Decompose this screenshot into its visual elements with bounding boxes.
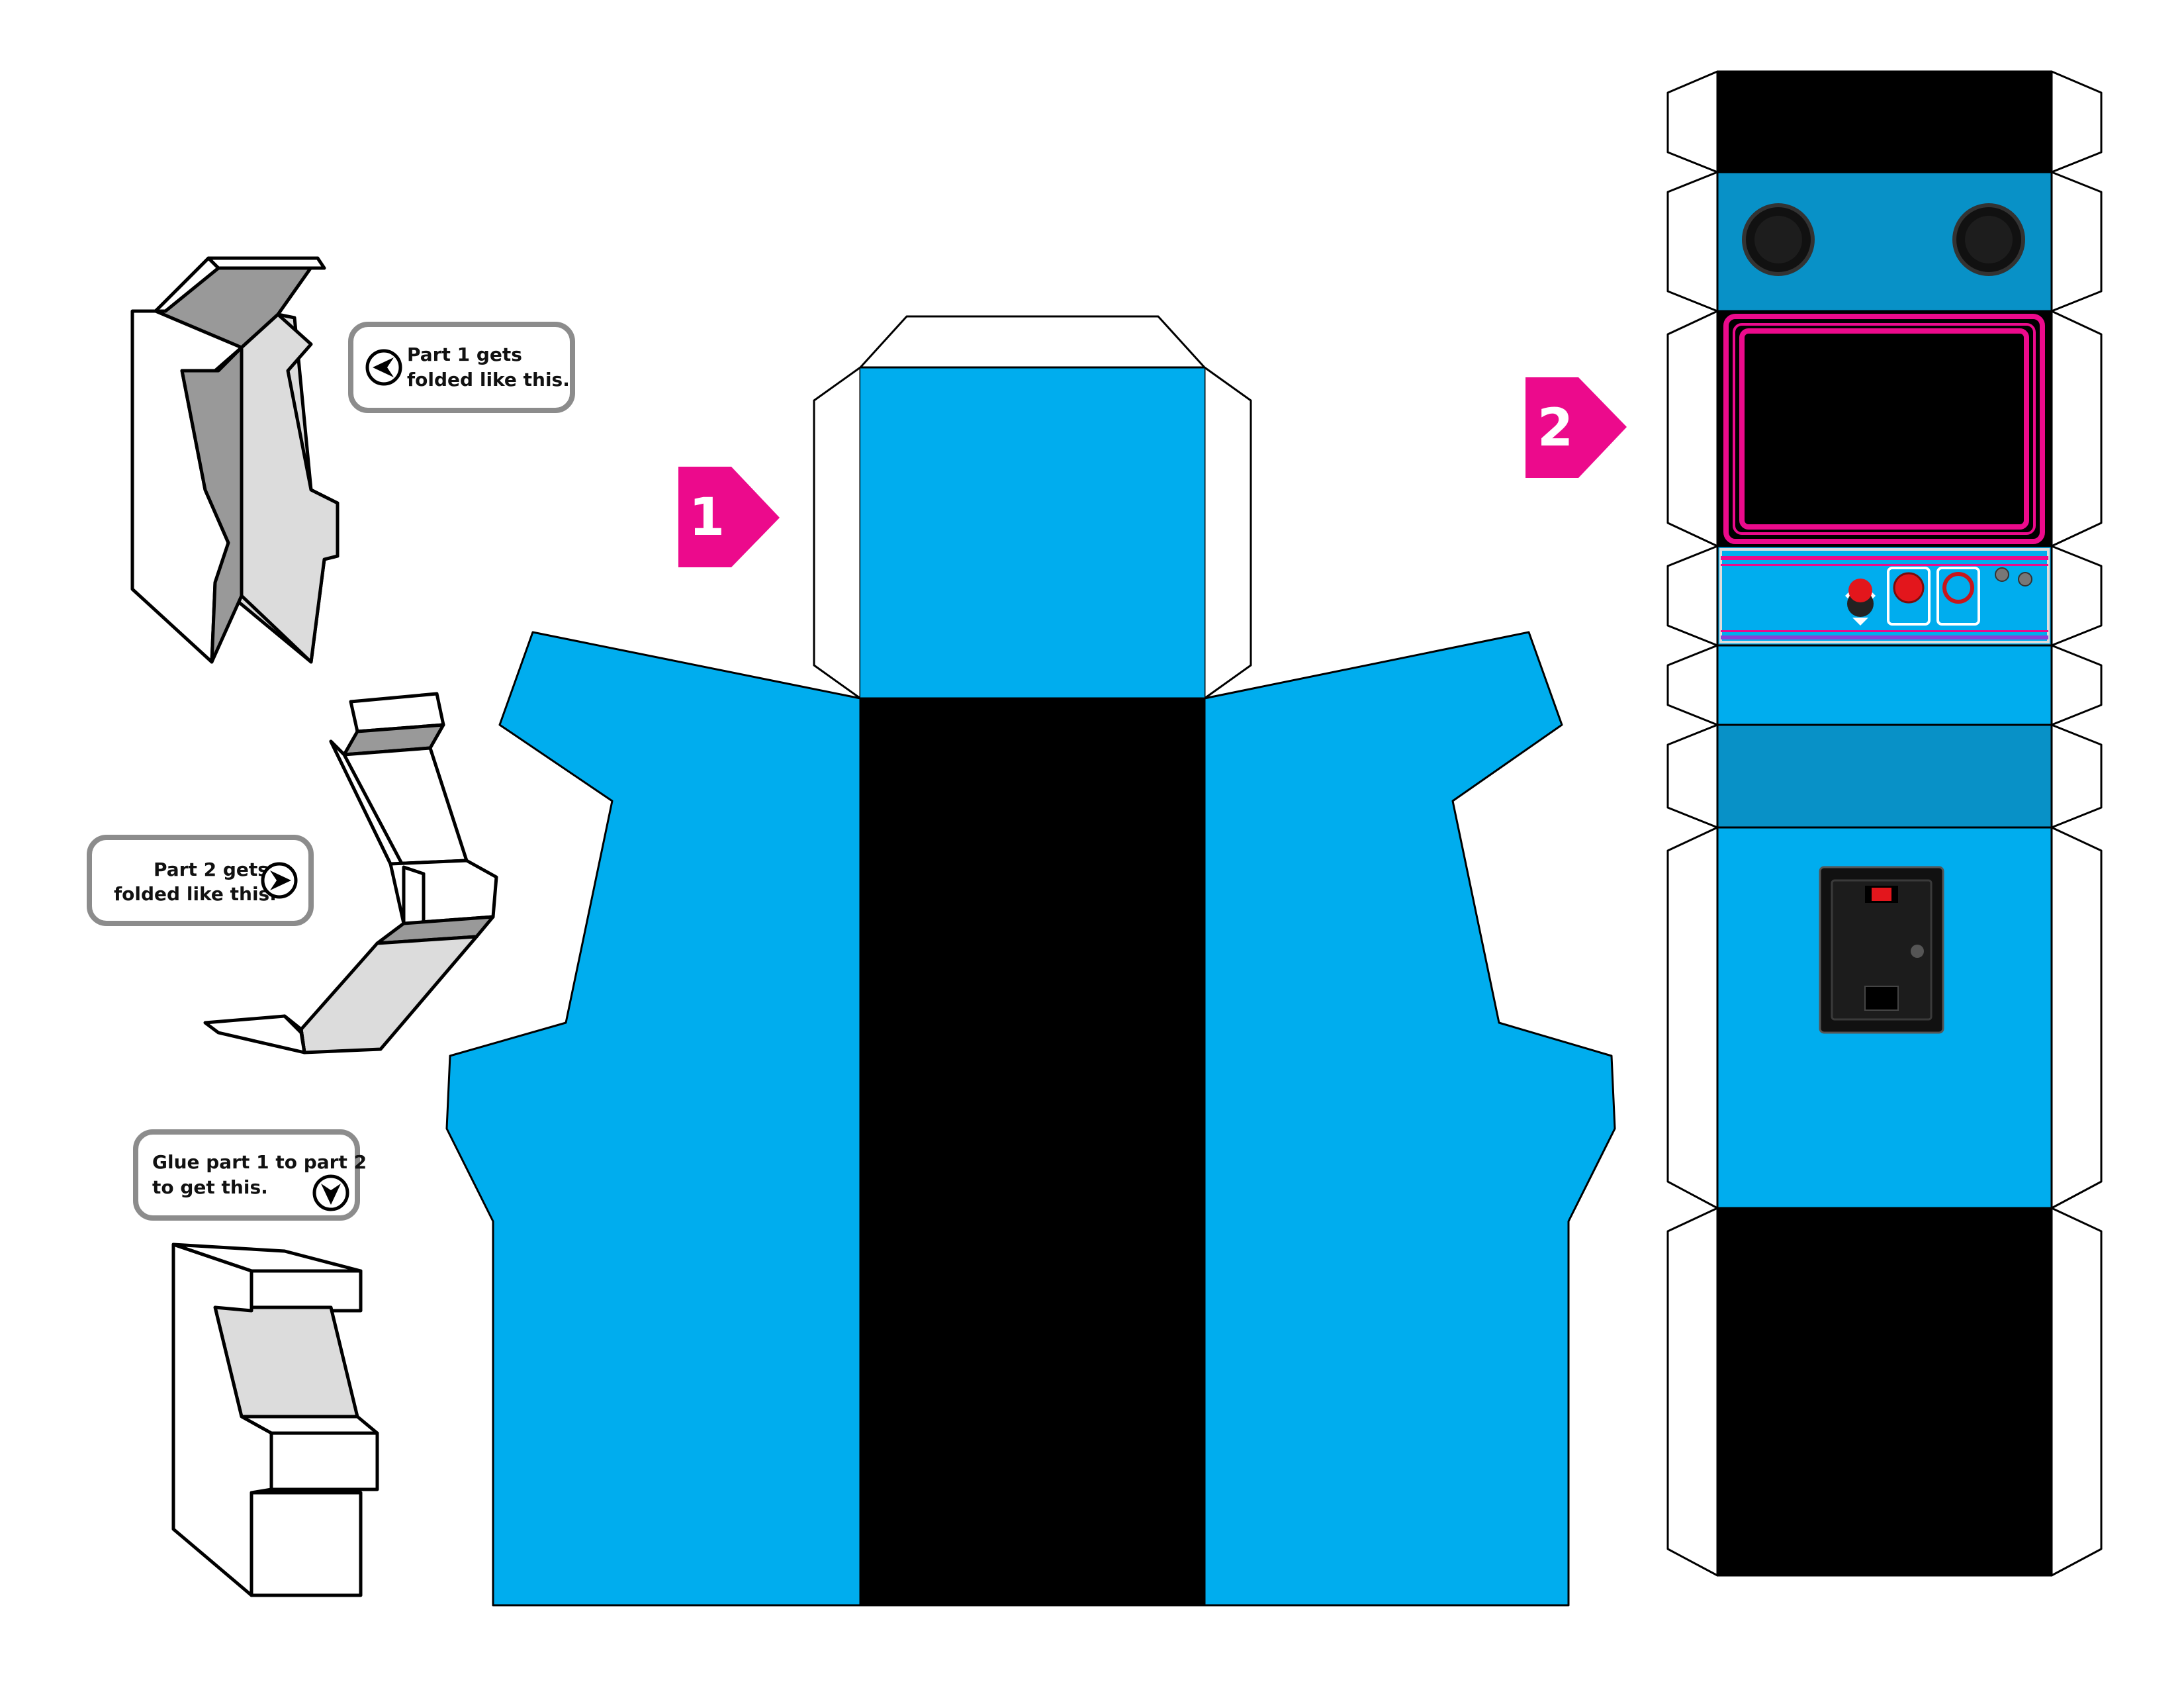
- part2-left-tabs: [1666, 70, 1719, 1577]
- part2-bottom-black: [1716, 1207, 2053, 1577]
- part1-center-strip: [859, 697, 1206, 1607]
- arrow-right-circle-icon: [261, 862, 298, 899]
- callout-glue-line1: Glue part 1 to part 2: [152, 1151, 367, 1173]
- step-2-marker: 2: [1525, 377, 1627, 478]
- callout-part1-line1: Part 1 gets: [407, 344, 522, 365]
- step-1-number: 1: [689, 488, 725, 547]
- glued-cabinet-illustration: [171, 1243, 379, 1597]
- part2-kick-band: [1716, 724, 2053, 829]
- part1-right-side-panel: [1203, 631, 1616, 1607]
- callout-glue-line2: to get this.: [152, 1176, 268, 1198]
- part1-template: [445, 315, 1616, 1607]
- speaker-icon: [1952, 203, 2025, 276]
- speaker-icon: [1742, 203, 1815, 276]
- part1-folded-illustration: [130, 256, 340, 664]
- arrow-left-circle-icon: [365, 349, 402, 386]
- callout-part1-line2: folded like this.: [407, 369, 570, 391]
- step-2-number: 2: [1537, 399, 1573, 458]
- part2-template: [1666, 70, 2103, 1577]
- callout-part2: Part 2 gets folded like this.: [87, 835, 314, 926]
- screw-icon: [2018, 572, 2032, 586]
- callout-part2-line2: folded like this.: [114, 883, 277, 905]
- part2-folded-illustration: [203, 692, 498, 1055]
- part1-left-side-panel: [445, 631, 862, 1607]
- red-ring-button-icon: [1936, 567, 1980, 626]
- red-button-icon: [1887, 567, 1931, 626]
- control-panel-details: [1719, 548, 2050, 643]
- callout-part2-line1: Part 2 gets: [154, 859, 269, 880]
- callout-part1: Part 1 gets folded like this.: [348, 322, 575, 413]
- part2-lower-front: [1716, 644, 2053, 726]
- part1-marquee-panel: [860, 367, 1205, 698]
- crt-screen: [1723, 314, 2045, 544]
- part2-right-tabs: [2050, 70, 2103, 1577]
- callout-glue: Glue part 1 to part 2 to get this.: [133, 1129, 367, 1221]
- coin-door-icon: [1819, 866, 1944, 1034]
- joystick-icon: [1845, 579, 1876, 626]
- arrow-down-circle-icon: [312, 1174, 349, 1211]
- step-1-marker: 1: [678, 467, 780, 567]
- part2-top-black: [1716, 70, 2053, 173]
- screw-icon: [1995, 567, 2009, 582]
